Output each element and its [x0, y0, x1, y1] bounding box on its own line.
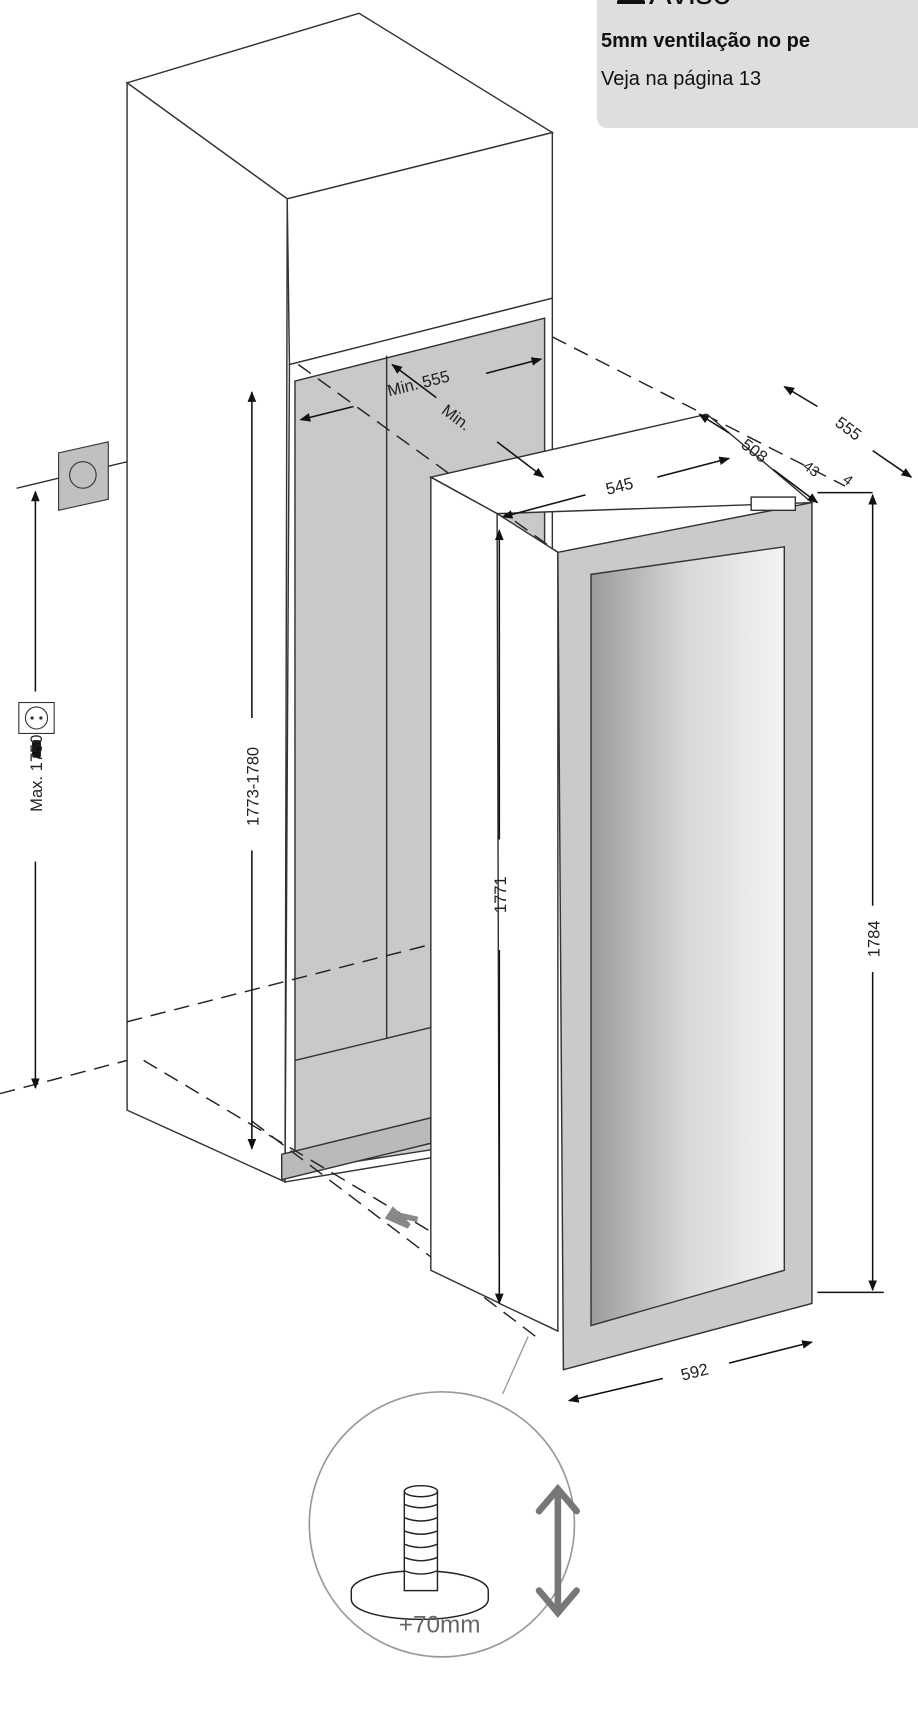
wine-cooler [428, 413, 814, 1371]
door-glass [590, 545, 786, 1327]
dim-niche-height: 1773-1780 [244, 747, 263, 826]
guide-lines [0, 336, 846, 1338]
height-adjust-arrow-icon [535, 1483, 580, 1618]
dim-door-width: 592 [679, 1360, 710, 1385]
dim-depth-total: 555 [832, 413, 865, 445]
cabinet-side [126, 81, 288, 1184]
dim-door-thickness: 43 [800, 458, 822, 480]
dim-total-height: 1784 [864, 920, 883, 957]
dimension-lines [31, 357, 913, 1403]
notice-title: Aviso [649, 0, 732, 13]
notice-page-reference: Veja na página 13 [601, 68, 762, 90]
warning-notice-box: Aviso 5mm ventilação no pe Veja na págin… [597, 0, 918, 128]
dim-side-height: 1771 [491, 876, 510, 913]
plug-symbol-icon [18, 701, 55, 758]
foot-icon [350, 1484, 489, 1621]
wall-socket [16, 441, 128, 512]
socket-icon [69, 461, 97, 489]
dim-socket-height: Max. 1750 [27, 735, 46, 812]
warning-triangle-icon [617, 0, 645, 4]
door-hinge [750, 496, 797, 512]
dim-gap: 4 [839, 472, 855, 490]
adjustable-foot-detail: +70mm [308, 1336, 580, 1658]
foot-adjust-label: +70mm [399, 1612, 481, 1639]
notice-ventilation-text: 5mm ventilação no pe [601, 30, 810, 52]
insert-arrow-icon [384, 1206, 419, 1229]
